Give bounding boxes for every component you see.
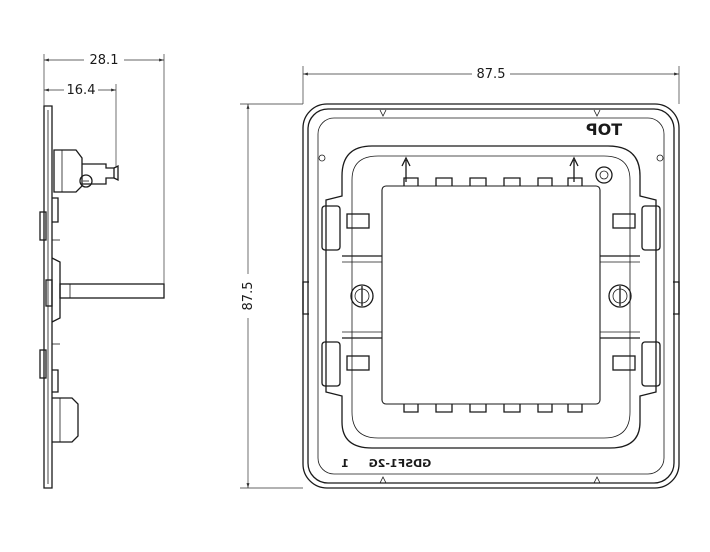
width-dimension-label: 87.5 bbox=[477, 67, 506, 82]
up-arrow-icon bbox=[401, 156, 411, 182]
front-view bbox=[302, 103, 680, 489]
up-arrow-icon bbox=[569, 156, 579, 182]
front-markings: TOP GDSF1-2G 1 bbox=[341, 120, 622, 470]
depth-dimension-label: 28.1 bbox=[90, 53, 119, 68]
side-view bbox=[39, 105, 165, 489]
unit-count-label: 1 bbox=[341, 457, 349, 470]
height-dimension-label: 87.5 bbox=[241, 282, 256, 311]
earth-screw-icon bbox=[595, 166, 613, 184]
side-dimensions: 28.1 16.4 bbox=[43, 53, 165, 284]
top-label: TOP bbox=[586, 120, 623, 139]
front-dimensions: 87.5 87.5 bbox=[240, 66, 680, 489]
model-label: GDSF1-2G bbox=[369, 457, 432, 470]
offset-dimension-label: 16.4 bbox=[67, 83, 96, 98]
